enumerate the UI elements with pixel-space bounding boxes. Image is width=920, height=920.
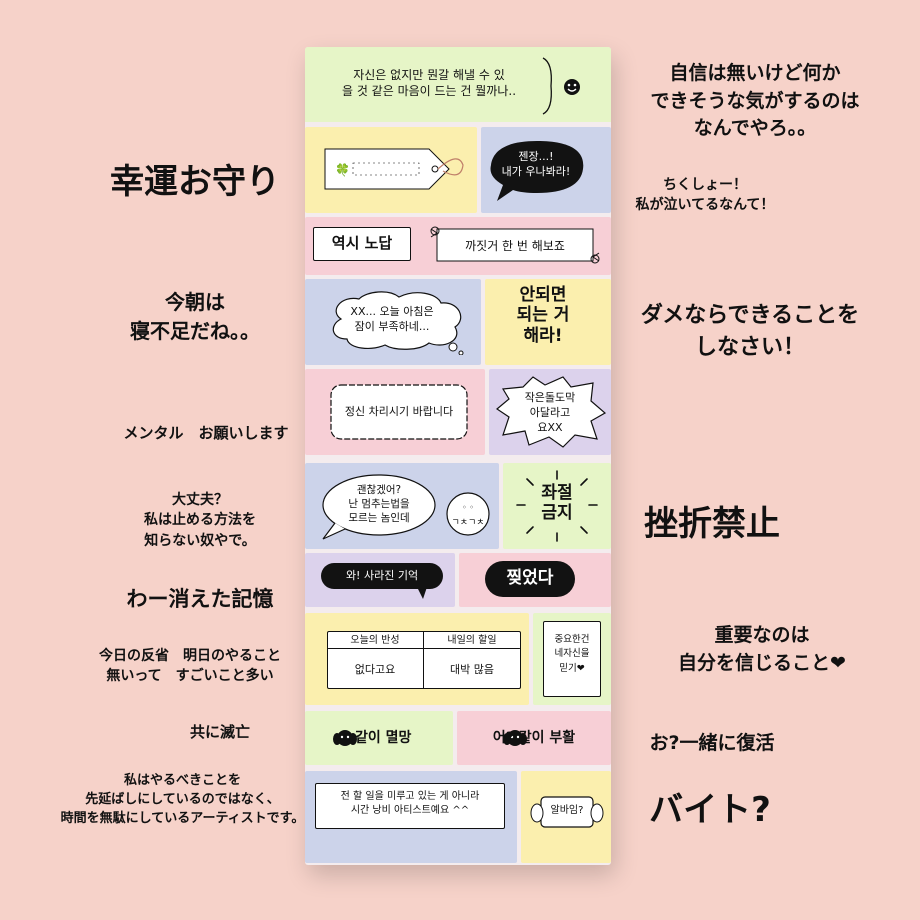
sticker-text-memory: 와! 사라진 기억 — [345, 569, 419, 582]
caption-lucky-charm: 幸運お守り — [110, 162, 280, 202]
table-header-reflection: 오늘의 반성 — [350, 635, 400, 646]
speech-bubble-dark — [490, 141, 584, 201]
caption-memory: わー消えた記憶 — [126, 587, 274, 611]
caption-chikusho: ちくしょー！ 私が泣いてるなんて！ — [635, 177, 775, 214]
sticker-band-green — [305, 47, 611, 122]
sticker-text-gcgc: ㄱㅊㄱㅊ — [451, 518, 485, 528]
table-cell-none: 없다고요 — [354, 663, 396, 676]
sticker-jjijeotda-pill — [485, 561, 575, 597]
puppy-icon-2 — [503, 730, 527, 746]
sticker-text-albaim: 알바임? — [550, 805, 584, 816]
puppy-icon — [333, 730, 357, 746]
smiley-icon — [564, 79, 580, 95]
table-header-row — [327, 631, 521, 649]
reflection-table — [327, 631, 521, 689]
sticker-text-jjijeotda: 찢었다 — [506, 568, 554, 588]
sign-hands-icon — [530, 796, 604, 828]
sunburst-icon — [516, 470, 598, 542]
ribbon-banner-icon — [430, 226, 600, 264]
sticker-text-kkajitgeo: 까짓거 한 번 해보죠 — [465, 239, 565, 253]
table-divider — [423, 631, 424, 689]
sticker-sheet: 자신은 없지만 뭔갈 해낼 수 있 을 것 같은 마음이 드는 건 뭘까나.. … — [305, 47, 611, 865]
sticker-myeolmang — [305, 711, 453, 765]
face-eyes: ◦ ◦ — [462, 503, 474, 512]
caption-dame: ダメならできることを しなさい！ — [640, 303, 860, 360]
artist-frame — [315, 783, 505, 829]
caption-artist: 私はやるべきことを 先延ばしにしているのではなく、 時間を無駄にしているアーティ… — [60, 773, 305, 826]
caption-baito: バイト? — [649, 790, 771, 830]
caption-zasetsu: 挫折禁止 — [644, 504, 780, 544]
caption-fukkatsu: お?一緒に復活 — [649, 732, 775, 754]
bracket-icon — [542, 57, 552, 115]
caption-confidence: 自信は無いけど何か できそうな気がするのは なんでやろ。。 — [650, 62, 860, 140]
caption-sleep: 今朝は 寝不足だね。。 — [130, 290, 260, 343]
sticker-text-artist: 전 할 일을 미루고 있는 게 아니라 시간 낭비 아티스트예요 ^^ — [340, 791, 480, 816]
table-header-todo: 내일의 할일 — [447, 635, 497, 646]
believe-frame — [543, 621, 601, 697]
table-cell-many: 대박 많음 — [450, 663, 494, 676]
tag-icon: 🍀 — [324, 148, 464, 190]
sticker-text-jeongsin: 정신 차리시기 바랍니다 — [344, 405, 454, 418]
sticker-yeoksi — [313, 227, 411, 261]
oval-bubble-icon — [322, 474, 436, 540]
sticker-andoemyeon — [485, 279, 611, 365]
sticker-text-jenjang: 젠장...! 내가 우나봐라! — [501, 150, 571, 178]
caption-daijoubu: 大丈夫？ 私は止める方法を 知らない奴やで。 — [144, 492, 256, 549]
caption-hansei: 今日の反省 明日のやること 無いって すごいこと多い — [99, 648, 281, 685]
sticker-text-myeolmang: 같이 멸망 — [355, 730, 412, 746]
sticker-text-jwajeol: 좌절 금지 — [541, 483, 573, 524]
cloud-bubble-icon — [332, 291, 464, 355]
svg-text:🍀: 🍀 — [335, 163, 350, 177]
sticker-text-believe: 중요한건 네자신을 믿기❤ — [554, 634, 590, 674]
caption-mental: メンタル お願いします — [123, 424, 289, 442]
sticker-buhwal — [457, 711, 611, 765]
caption-tomoni: 共に滅亡 — [189, 723, 250, 741]
sticker-text-confidence: 자신은 없지만 뭔갈 해낼 수 있 을 것 같은 마음이 드는 건 뭘까나.. — [341, 68, 517, 99]
scallop-frame-icon — [330, 384, 468, 440]
face-icon — [446, 492, 490, 536]
burst-bubble-icon — [495, 376, 607, 448]
sticker-text-jageundol: 작은돌도막 아달라고 요XX — [524, 391, 576, 434]
caption-important: 重要なのは 自分を信じること❤ — [678, 624, 846, 674]
sticker-text-sleep: XX... 오늘 아침은 잠이 부족하네... — [350, 305, 434, 333]
dark-bubble-icon — [321, 563, 443, 599]
sticker-text-gwaenchan: 괜찮겠어? 난 멈추는법을 모르는 놈인데 — [348, 484, 410, 525]
sticker-text-yeoksi: 역시 노답 — [331, 234, 393, 252]
sticker-text-buhwal: 어? 같이 부활 — [492, 730, 576, 746]
sticker-text-andoemyeon: 안되면 되는 거 해라! — [516, 285, 570, 346]
